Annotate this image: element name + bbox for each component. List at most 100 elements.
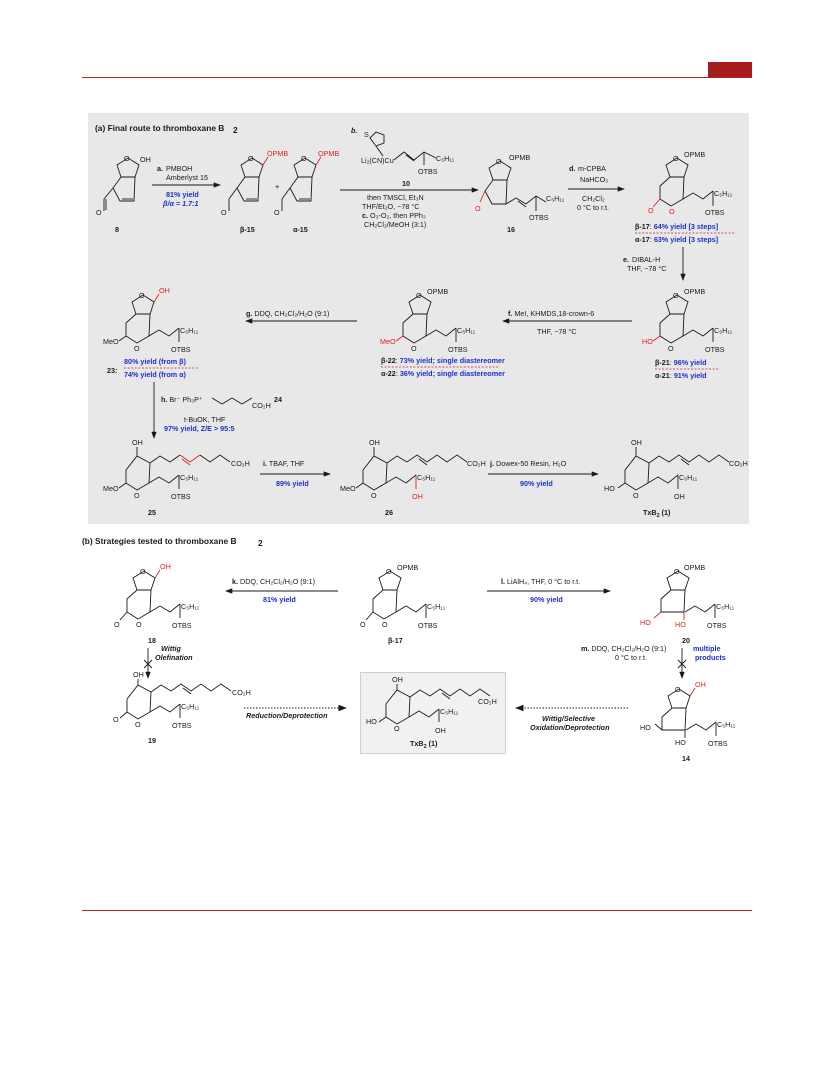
compound-alpha-15: O OPMB O α-15: [274, 149, 339, 234]
step-a-yield: 81% yield: [166, 190, 199, 199]
svg-text:α-21: 91% yield: α-21: 91% yield: [655, 371, 707, 380]
step-h-base: t-BuOK, THF: [184, 415, 226, 424]
svg-text:O: O: [134, 344, 140, 353]
svg-text:O: O: [669, 207, 675, 216]
compound-16: O OPMB O C₅H₁₁ OTBS 16: [475, 153, 565, 234]
svg-text:e.: e.: [623, 255, 629, 264]
step-g-label: g.: [246, 309, 252, 318]
svg-text:C₅H₁₁: C₅H₁₁: [180, 473, 199, 482]
step-m-temperature: 0 °C to r.t.: [615, 653, 647, 662]
svg-text:O: O: [371, 491, 377, 500]
svg-text:OH: OH: [435, 726, 446, 735]
step-d-reagent: m-CPBA: [578, 164, 606, 173]
svg-text:d.: d.: [569, 164, 575, 173]
section-a-title: (a) Final route to thromboxane B: [95, 123, 224, 133]
svg-text:OH: OH: [412, 492, 423, 501]
plus-sign: +: [275, 182, 279, 191]
svg-text:l. LiAlH₄, THF, 0 °C to r.t.: l. LiAlH₄, THF, 0 °C to r.t.: [501, 577, 580, 586]
svg-text:α-22: 36% yield; single diaste: α-22: 36% yield; single diastereomer: [381, 369, 505, 378]
svg-text:O: O: [675, 685, 681, 694]
svg-text:C₅H₁₁: C₅H₁₁: [181, 602, 200, 611]
compound-22: O OPMB O MeO C₅H₁₁ OTBS: [380, 287, 476, 354]
step-m-label: m.: [581, 644, 589, 653]
svg-text:MeO: MeO: [103, 484, 119, 493]
panel-a-background: [88, 113, 749, 524]
svg-text:HO: HO: [640, 618, 651, 627]
wittig-selective-label-2: Oxidation/Deprotection: [530, 723, 610, 732]
svg-text:OPMB: OPMB: [684, 287, 705, 296]
wittig-selective-label: Wittig/Selective: [542, 714, 595, 723]
txb2-center-label: TxB: [410, 739, 424, 748]
svg-text:β-21: 96% yield: β-21: 96% yield: [655, 358, 707, 367]
svg-text:MeO: MeO: [380, 337, 396, 346]
step-g-reagent: DDQ, CH₂Cl₂/H₂O (9:1): [254, 309, 329, 318]
compound-txb2-center: OH O HO CO₂H C₅H₁₁ OH TxB2 (1): [366, 675, 497, 750]
step-c-solvent: CH₂Cl₂/MeOH (3:1): [364, 220, 426, 229]
cuprate-label: Li₂(CN)Cu: [361, 156, 394, 165]
svg-text:a.: a.: [157, 164, 163, 173]
svg-text:OH: OH: [160, 562, 171, 571]
svg-text:O: O: [301, 154, 307, 163]
svg-text:HO: HO: [640, 723, 651, 732]
compound-17: O OPMB O O C₅H₁₁ OTBS: [648, 150, 733, 217]
compound-beta-15-label: β-15: [240, 225, 255, 234]
svg-text:OTBS: OTBS: [171, 345, 191, 354]
step-j-reagent: Dowex-50 Resin, H₂O: [496, 459, 567, 468]
svg-text:O: O: [673, 291, 679, 300]
page-tab-marker: [708, 62, 752, 77]
wittig-reagent-label: Br⁻ Ph₃P⁺: [169, 395, 202, 404]
svg-text:CO₂H: CO₂H: [729, 459, 748, 468]
step-m-result-2: products: [695, 653, 726, 662]
svg-text:HO: HO: [675, 620, 686, 629]
svg-text:C₅H₁₁: C₅H₁₁: [417, 473, 436, 482]
compound-8-label: 8: [115, 225, 119, 234]
svg-text:HO: HO: [675, 738, 686, 747]
svg-text:f. MeI, KHMDS,18-crown-6: f. MeI, KHMDS,18-crown-6: [508, 309, 594, 318]
compound-beta-17-center: O OPMB O O C₅H₁₁ OTBS β-17: [360, 563, 446, 645]
svg-text:O: O: [411, 344, 417, 353]
compound-18: O OH O O C₅H₁₁ OTBS 18: [114, 562, 200, 645]
step-f-yield-alpha: 36% yield; single diastereomer: [400, 369, 505, 378]
svg-text:OH: OH: [631, 438, 642, 447]
step-a-ratio: β/α = 1.7:1: [162, 199, 199, 208]
svg-text:OTBS: OTBS: [448, 345, 468, 354]
compound-20: O OPMB HO HO C₅H₁₁ OTBS 20: [640, 563, 735, 645]
step-k-yield: 81% yield: [263, 595, 296, 604]
svg-text:O: O: [135, 720, 141, 729]
step-i-reagent: TBAF, THF: [269, 459, 305, 468]
section-b-title: (b) Strategies tested to thromboxane B: [82, 536, 237, 546]
svg-text:O: O: [360, 620, 366, 629]
compound-21: O OPMB O HO C₅H₁₁ OTBS: [642, 287, 733, 354]
svg-text:TxB2 (1): TxB2 (1): [643, 508, 671, 519]
svg-text:OTBS: OTBS: [418, 621, 438, 630]
svg-text:OH: OH: [392, 675, 403, 684]
svg-text:O: O: [416, 291, 422, 300]
step-a-reagent: PMBOH: [166, 164, 192, 173]
step-d-reagent-2: NaHCO₃: [580, 175, 608, 184]
svg-text:c. O₃-O₂, then PPh₃: c. O₃-O₂, then PPh₃: [362, 211, 426, 220]
svg-text:O: O: [475, 204, 481, 213]
compound-alpha-21-label: α-21: [655, 371, 670, 380]
svg-text:OPMB: OPMB: [397, 563, 418, 572]
step-c-label: c.: [362, 211, 368, 220]
step-e-conditions: THF, −78 °C: [627, 264, 666, 273]
step-h-label: h.: [161, 395, 167, 404]
step-l-yield: 90% yield: [530, 595, 563, 604]
svg-text:k. DDQ, CH₂Cl₂/H₂O (9:1): k. DDQ, CH₂Cl₂/H₂O (9:1): [232, 577, 315, 586]
step-i-yield: 89% yield: [276, 479, 309, 488]
svg-text:CO₂H: CO₂H: [478, 697, 497, 706]
compound-26-label: 26: [385, 508, 393, 517]
target-highlight-box: [360, 672, 506, 754]
step-m-result: multiple: [693, 644, 721, 653]
section-a-subscript: 2: [233, 125, 238, 135]
svg-text:OPMB: OPMB: [318, 149, 339, 158]
svg-text:O: O: [248, 154, 254, 163]
step-j-yield: 90% yield: [520, 479, 553, 488]
step-b-conditions: THF/Et₂O, −78 °C: [362, 202, 419, 211]
opmb-label: OPMB: [267, 149, 288, 158]
step-b-then: then TMSCl, Et₃N: [367, 193, 424, 202]
header-rule: [82, 77, 752, 78]
svg-text:C₅H₁₁: C₅H₁₁: [546, 194, 565, 203]
compound-8: O OH O 8: [96, 154, 151, 234]
